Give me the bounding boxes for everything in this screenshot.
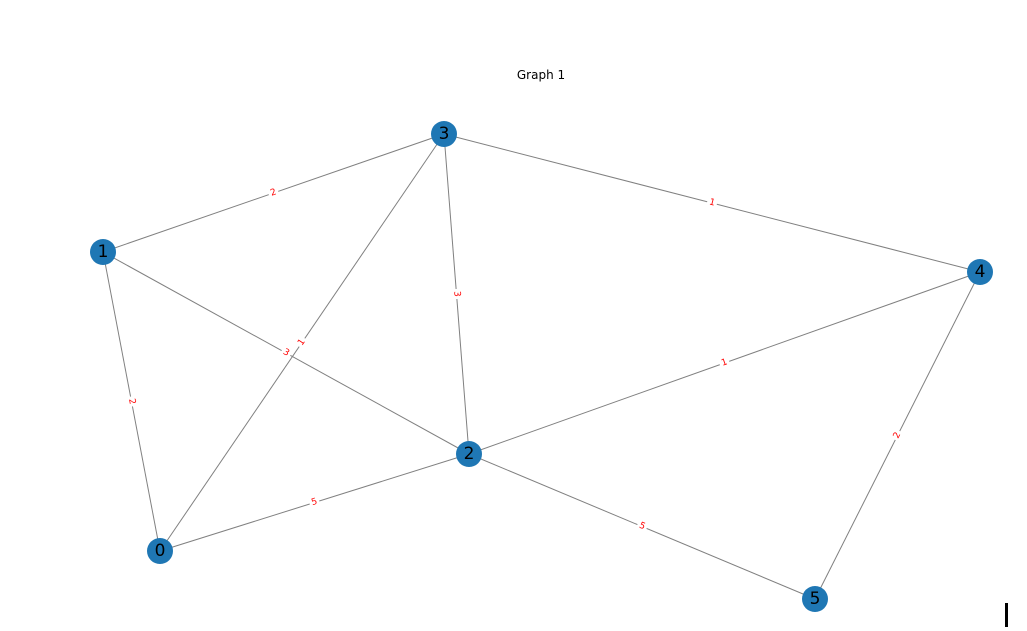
- node-4: 4: [967, 259, 993, 285]
- node-label: 1: [98, 242, 109, 262]
- edge-label-2-4: 1: [717, 355, 732, 371]
- edge-label-0-2: 5: [307, 495, 322, 510]
- edge-weight-label: 2: [892, 431, 904, 441]
- node-circle: [456, 441, 482, 467]
- edge-weight-label: 5: [310, 497, 318, 508]
- node-3: 3: [431, 121, 457, 147]
- edge-label-background: [278, 345, 294, 361]
- node-label: 5: [810, 589, 821, 609]
- node-circle: [802, 586, 828, 612]
- edge-weight-label: 1: [708, 197, 716, 208]
- node-label: 2: [464, 444, 475, 464]
- edge-label-1-3: 2: [266, 185, 281, 201]
- edge-label-background: [450, 288, 463, 300]
- node-circle: [967, 259, 993, 285]
- edge-label-2-5: 5: [635, 519, 649, 534]
- edge-label-background: [307, 495, 322, 510]
- node-5: 5: [802, 586, 828, 612]
- edge-weight-label: 2: [126, 398, 137, 406]
- edge-weight-label: 1: [296, 337, 307, 347]
- node-label: 0: [155, 541, 166, 561]
- node-circle: [431, 121, 457, 147]
- edge-label-background: [266, 185, 281, 201]
- text-cursor-mark: [1005, 603, 1008, 627]
- edge-weight-label: 1: [720, 357, 729, 368]
- node-1: 1: [90, 239, 116, 265]
- edge-weight-label: 5: [637, 521, 646, 532]
- edge-label-background: [124, 395, 139, 408]
- node-0: 0: [147, 538, 173, 564]
- node-circle: [147, 538, 173, 564]
- nodes-layer: 0 1 2 3 4 5: [90, 121, 993, 612]
- edge-label-background: [717, 355, 732, 371]
- node-circle: [90, 239, 116, 265]
- edge-weight-label: 3: [451, 291, 461, 297]
- edge-label-4-5: 2: [889, 428, 906, 443]
- edge-label-3-4: 1: [705, 195, 719, 211]
- edge-label-background: [635, 519, 649, 534]
- edge-label-background: [294, 334, 310, 351]
- edge-label-1-0: 2: [124, 395, 139, 408]
- node-label: 3: [439, 124, 450, 144]
- edge-label-3-2: 3: [450, 288, 463, 300]
- edge-label-3-0: 1: [294, 334, 310, 351]
- edge-label-1-2: 3: [278, 345, 294, 361]
- edge-weight-label: 2: [269, 187, 278, 198]
- edge-label-background: [705, 195, 719, 211]
- edge-weight-label: 3: [281, 347, 291, 359]
- node-2: 2: [456, 441, 482, 467]
- edge-label-background: [889, 428, 906, 443]
- node-label: 4: [975, 262, 986, 282]
- graph-title: Graph 1: [517, 68, 565, 82]
- edges-layer: [102, 133, 981, 600]
